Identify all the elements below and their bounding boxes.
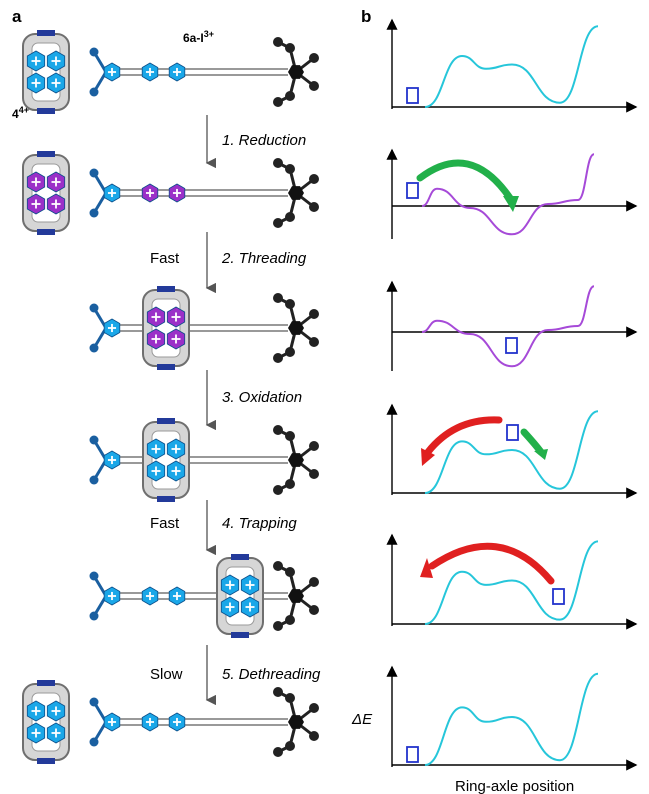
energy-curve-oxidized	[424, 410, 599, 494]
energy-plot-4	[386, 403, 638, 499]
left-stopper-icon	[89, 47, 121, 97]
red-slow-dethread-arrow	[428, 542, 555, 585]
step-4-label: 4. Trapping	[222, 515, 297, 532]
molecule-row-1	[22, 30, 319, 114]
cyclobis-paraquat-ring-icon	[142, 286, 190, 370]
left-stopper-icon	[89, 435, 121, 485]
trisphenyl-stopper-icon	[273, 687, 319, 757]
left-stopper-icon	[89, 571, 121, 621]
red-dethread-arrow	[424, 416, 503, 456]
transition-arrows	[416, 159, 555, 585]
molecule-row-3	[89, 286, 319, 370]
energy-plot-1	[386, 18, 638, 113]
energy-curve-oxidized	[424, 540, 599, 625]
cyclobis-paraquat-ring-icon	[216, 554, 264, 638]
molecule-row-6	[22, 680, 319, 764]
panel-b-label: b	[361, 7, 371, 26]
ring-position-marker	[406, 182, 419, 199]
molecule-row-5	[89, 554, 319, 638]
step-4-rate: Fast	[150, 515, 180, 532]
energy-plot-6	[386, 665, 638, 771]
cyclobis-paraquat-ring-icon	[22, 680, 70, 764]
cyclobis-paraquat-ring-icon	[22, 151, 70, 235]
left-stopper-icon	[89, 697, 121, 747]
energy-plots	[386, 18, 638, 771]
energy-plot-5	[386, 533, 638, 630]
y-axis-label: ΔE	[351, 711, 373, 728]
ring-position-marker	[506, 424, 519, 441]
energy-curve-oxidized	[424, 25, 599, 108]
panel-a-label: a	[12, 7, 22, 26]
cyclobis-paraquat-ring-icon	[22, 30, 70, 114]
left-stopper-icon	[89, 303, 121, 353]
step-5-label: 5. Dethreading	[222, 666, 321, 683]
trisphenyl-stopper-icon	[273, 561, 319, 631]
ring-position-marker	[406, 746, 419, 763]
molecule-rows	[22, 30, 319, 764]
trisphenyl-stopper-icon	[273, 293, 319, 363]
molecule-row-2	[22, 151, 319, 235]
green-threading-arrow	[416, 159, 514, 202]
green-trap-arrow-head	[534, 449, 548, 460]
step-5-rate: Slow	[150, 666, 183, 683]
molecule-row-4	[89, 418, 319, 502]
x-axis-label: Ring-axle position	[455, 778, 574, 794]
step-2-rate: Fast	[150, 250, 180, 267]
trisphenyl-stopper-icon	[273, 425, 319, 495]
red-slow-dethread-arrow-head	[420, 558, 433, 578]
step-1-label: 1. Reduction	[222, 132, 306, 149]
ring-position-marker	[505, 337, 518, 354]
energy-curve-reduced	[421, 153, 595, 236]
ring-position-marker	[552, 588, 565, 605]
energy-plot-3	[386, 280, 638, 371]
ring-label: 44+	[12, 105, 29, 121]
axle-label: 6a-I3+	[183, 29, 214, 45]
cyclobis-paraquat-ring-icon	[142, 418, 190, 502]
trisphenyl-stopper-icon	[273, 158, 319, 228]
red-dethread-arrow-head	[421, 448, 435, 466]
green-threading-arrow-head	[503, 196, 519, 212]
green-trap-arrow	[520, 428, 545, 456]
energy-plot-2	[386, 148, 638, 239]
left-stopper-icon	[89, 168, 121, 218]
trisphenyl-stopper-icon	[273, 37, 319, 107]
energy-curve-reduced	[421, 285, 595, 368]
energy-curve-oxidized	[424, 672, 599, 766]
step-2-label: 2. Threading	[221, 250, 307, 267]
ring-position-marker	[406, 87, 419, 104]
step-3-label: 3. Oxidation	[222, 389, 302, 406]
